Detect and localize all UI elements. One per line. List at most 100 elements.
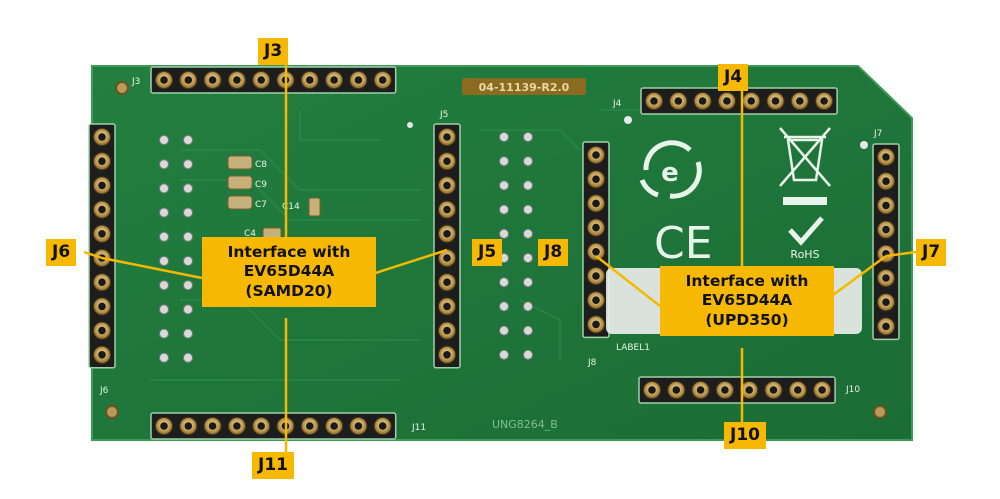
via-pad: [523, 253, 533, 263]
via-pad: [183, 207, 193, 218]
silkscreen-labels: J3 J4 J5 J6 J7 J8 J10 J11 C8 C9 C7 C14 C…: [99, 77, 882, 433]
pin-headers: [88, 66, 900, 440]
j3-pin-hole: [306, 76, 314, 84]
j6-pin-hole: [98, 230, 106, 238]
j7-pin-hole: [882, 201, 890, 210]
j6-pin-hole: [98, 205, 106, 214]
leader-upd350-left: [595, 255, 661, 307]
via-pad: [159, 231, 169, 242]
j10-header-body: [638, 376, 836, 404]
leader-samd20-left: [101, 256, 203, 280]
via-pads: [159, 132, 533, 363]
via-pad: [499, 156, 509, 167]
j7-pin-hole: [882, 153, 890, 161]
via-pad: [183, 159, 193, 170]
callout-j8: J8: [538, 239, 569, 267]
j4-pin-hole: [650, 97, 658, 105]
callout-j3: J3: [258, 38, 289, 66]
revision-label: 04-11139-R2.0: [479, 81, 570, 94]
via-pad: [159, 352, 169, 363]
silk-j11: J11: [411, 423, 426, 433]
via-pad: [159, 280, 169, 291]
silk-c9: C9: [255, 180, 267, 190]
j6-pin-hole: [98, 278, 106, 287]
j11-pin-hole: [184, 422, 193, 430]
via-pad: [499, 204, 509, 215]
via-pad: [523, 228, 533, 239]
via-pad: [499, 325, 509, 336]
j5-pin-hole: [443, 254, 451, 262]
j3-pin-hole: [208, 76, 217, 84]
j4-pin-hole: [771, 97, 780, 105]
via-pad: [499, 132, 509, 142]
j8-header-body: [582, 141, 610, 339]
callout-j5: J5: [472, 239, 503, 267]
j4-pin-hole: [796, 97, 804, 105]
via-pad: [159, 183, 169, 194]
via-pad: [159, 304, 169, 315]
callout-upd350: Interface with EV65D44A (UPD350): [660, 266, 834, 337]
j5-pin-hole: [443, 351, 451, 359]
ce-mark-icon: CE: [654, 218, 713, 269]
pcb-traces: [150, 109, 640, 381]
silk-c8: C8: [255, 160, 267, 170]
j7-pin-hole: [882, 177, 890, 185]
via-pad: [523, 301, 533, 312]
via-pad: [183, 256, 193, 266]
j10-pin-hole: [745, 386, 753, 394]
silk-c4: C4: [244, 229, 256, 239]
j11-pin-hole: [378, 422, 387, 430]
via-pad: [159, 159, 169, 170]
callout-j7: J7: [916, 239, 947, 267]
j8-pin-hole: [592, 175, 600, 183]
j8-pin-hole: [592, 272, 600, 280]
j3-pin-hole: [160, 76, 168, 84]
leader-j7: [885, 250, 917, 258]
j8-pin-hole: [592, 248, 600, 256]
j4-pin-hole: [747, 97, 755, 105]
revision-label-bg: [462, 78, 586, 95]
j6-pin-hole: [98, 351, 106, 359]
j5-pin-hole: [443, 278, 451, 287]
j7-pin-hole: [882, 322, 890, 331]
j8-pin-hole: [592, 296, 600, 305]
silk-j7: J7: [873, 129, 882, 139]
silk-j5: J5: [439, 110, 448, 120]
j10-pin-hole: [769, 386, 778, 394]
j6-pin-hole: [98, 181, 106, 190]
j3-pin-hole: [354, 76, 363, 84]
j7-pin-hole: [882, 274, 890, 282]
j3-pin-hole: [378, 76, 387, 84]
leader-lines: [83, 64, 917, 452]
j11-pin-hole: [208, 422, 217, 430]
j5-pin-hole: [443, 205, 451, 214]
j6-pin-hole: [98, 326, 106, 335]
mounting-holes: [105, 81, 887, 419]
j8-pin-hole: [592, 223, 600, 232]
via-pad: [499, 228, 509, 239]
j6-pin-hole: [98, 133, 106, 141]
recycle-e-icon: e: [639, 140, 702, 199]
j5-pin-hole: [443, 302, 451, 311]
j11-pin-hole: [257, 422, 266, 430]
j5-pin-hole: [443, 326, 451, 335]
via-pad: [523, 325, 533, 336]
via-pad: [183, 304, 193, 315]
j11-pin-hole: [160, 422, 168, 430]
j3-pin-hole: [330, 76, 338, 84]
j4-pin-hole: [674, 97, 683, 105]
via-pad: [159, 135, 169, 145]
via-pad: [183, 183, 193, 194]
j7-pin-hole: [882, 225, 890, 234]
via-pad: [499, 301, 509, 312]
j5-pin-hole: [443, 181, 451, 190]
silk-j10: J10: [845, 385, 860, 395]
via-pad: [159, 256, 169, 266]
j11-pin-hole: [233, 422, 241, 430]
callout-j6: J6: [46, 239, 77, 267]
via-pad: [183, 231, 193, 242]
via-pad: [183, 328, 193, 339]
silk-c7: C7: [255, 200, 267, 210]
